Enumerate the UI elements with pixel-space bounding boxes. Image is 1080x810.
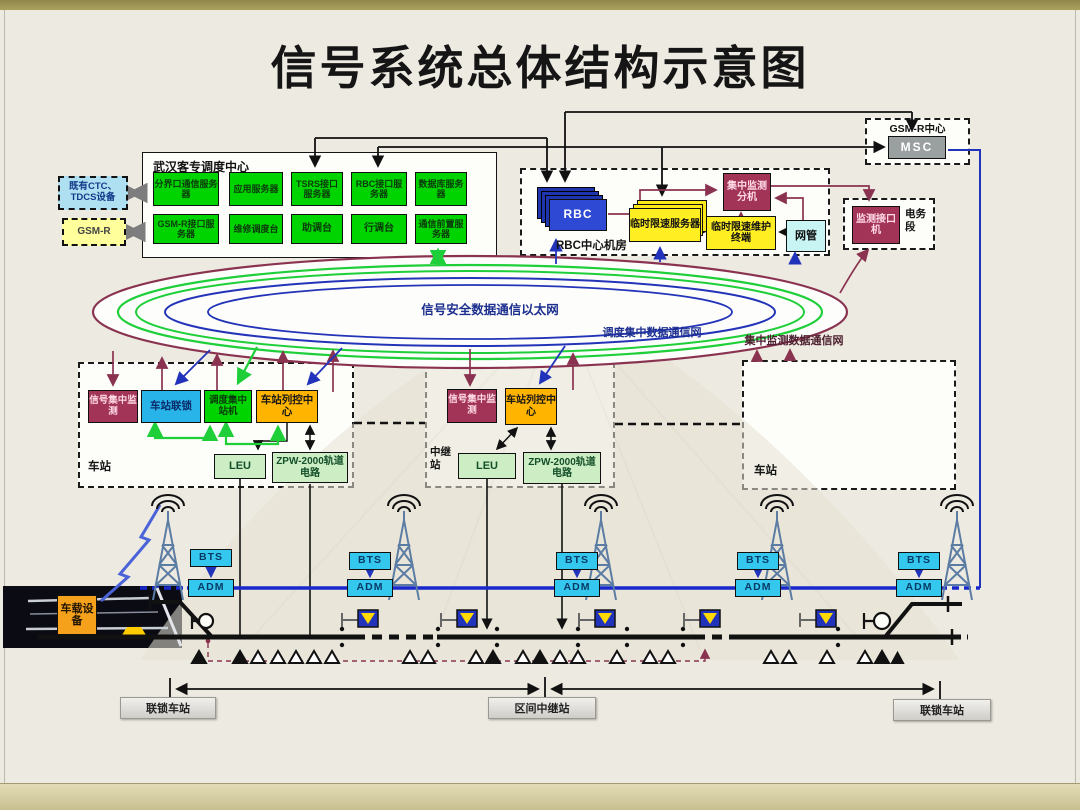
slide-right-edge — [1075, 10, 1076, 783]
bts-box: BTS — [898, 552, 940, 570]
dispatch-ring-label: 调度集中数据通信网 — [602, 327, 702, 339]
signal-marker — [341, 609, 379, 628]
signal-markers — [341, 609, 837, 628]
signal-marker — [440, 609, 478, 628]
bts-box: BTS — [349, 552, 391, 570]
console-box: 行调台 — [351, 214, 407, 244]
msc-box: MSC — [888, 136, 946, 159]
rbc-room-label: RBC中心机房 — [556, 240, 627, 252]
maintenance-terminal-box: 临时限速维护终端 — [706, 216, 776, 250]
section-measures — [169, 677, 941, 703]
temp-speed-server-box: 临时限速服务器 — [629, 208, 701, 242]
leu-box: LEU — [214, 454, 266, 479]
server-box: RBC接口服务器 — [351, 172, 407, 206]
section-tag-middle: 区间中继站 — [488, 697, 596, 719]
monitor-ring-label: 集中监测数据通信网 — [744, 335, 844, 347]
signal-marker — [799, 609, 837, 628]
adm-box: ADM — [554, 579, 600, 597]
gray-links — [121, 182, 148, 243]
section-tag-left: 联锁车站 — [120, 697, 216, 719]
signal-monitor-box: 信号集中监测 — [447, 389, 497, 423]
ethernet-ring-label: 信号安全数据通信以太网 — [421, 303, 559, 317]
green-wiring — [146, 247, 447, 446]
slide-left-edge — [4, 10, 5, 783]
station-left-label: 车站 — [88, 461, 111, 473]
rbc-box: RBC — [549, 199, 607, 231]
existing-ctc-tdcs-box: 既有CTC、TDCS设备 — [58, 176, 128, 210]
adm-box: ADM — [347, 579, 393, 597]
gsmr-center-label: GSM-R中心 — [889, 123, 946, 135]
server-box: 数据库服务器 — [415, 172, 467, 206]
monitor-interface-box: 监测接口机 — [852, 206, 900, 244]
server-box: 应用服务器 — [229, 172, 283, 206]
tcc-box: 车站列控中心 — [505, 388, 557, 425]
signal-marker — [683, 609, 721, 628]
blue-wiring — [174, 149, 981, 588]
radio-tower — [151, 494, 185, 601]
interlocking-box: 车站联锁 — [141, 390, 201, 423]
relay-station-label: 中继站 — [430, 446, 451, 472]
radio-tower — [387, 494, 421, 601]
server-box: 通信前置服务器 — [415, 214, 467, 244]
track-schematic — [38, 594, 968, 648]
bts-box: BTS — [556, 552, 598, 570]
signal-depot-label: 电务段 — [905, 208, 926, 234]
station-right-label: 车站 — [754, 465, 777, 477]
radio-tower — [940, 494, 974, 601]
onboard-equipment-box: 车载设备 — [57, 595, 97, 635]
slide-top-border — [0, 0, 1080, 10]
signal-monitor-box: 信号集中监测 — [88, 390, 138, 423]
ctc-station-box: 调度集中站机 — [204, 390, 252, 423]
console-box: 维修调度台 — [229, 214, 283, 244]
bts-box: BTS — [737, 552, 779, 570]
insulated-joints — [339, 626, 841, 648]
central-monitor-box: 集中监测分机 — [723, 173, 771, 211]
slide-bottom-border — [0, 783, 1080, 810]
zpw-box: ZPW-2000轨道电路 — [523, 452, 601, 484]
bts-box: BTS — [190, 549, 232, 567]
gsmr-box: GSM-R — [62, 218, 126, 246]
page-title: 信号系统总体结构示意图 — [270, 42, 810, 94]
adm-box: ADM — [188, 579, 234, 597]
console-box: 助调台 — [291, 214, 343, 244]
server-box: GSM-R接口服务器 — [153, 214, 219, 244]
signal-marker — [578, 609, 616, 628]
server-box: 分界口通信服务器 — [153, 172, 219, 206]
dispatch-center-label: 武汉客专调度中心 — [153, 160, 250, 174]
tcc-box: 车站列控中心 — [256, 390, 318, 423]
nms-box: 网管 — [786, 220, 826, 252]
server-box: TSRS接口服务器 — [291, 172, 343, 206]
adm-box: ADM — [896, 579, 942, 597]
balises — [190, 649, 905, 664]
adm-box: ADM — [735, 579, 781, 597]
zpw-box: ZPW-2000轨道电路 — [272, 452, 348, 483]
section-tag-right: 联锁车站 — [893, 699, 991, 721]
wayside-signal — [190, 611, 892, 631]
leu-box: LEU — [458, 453, 516, 479]
